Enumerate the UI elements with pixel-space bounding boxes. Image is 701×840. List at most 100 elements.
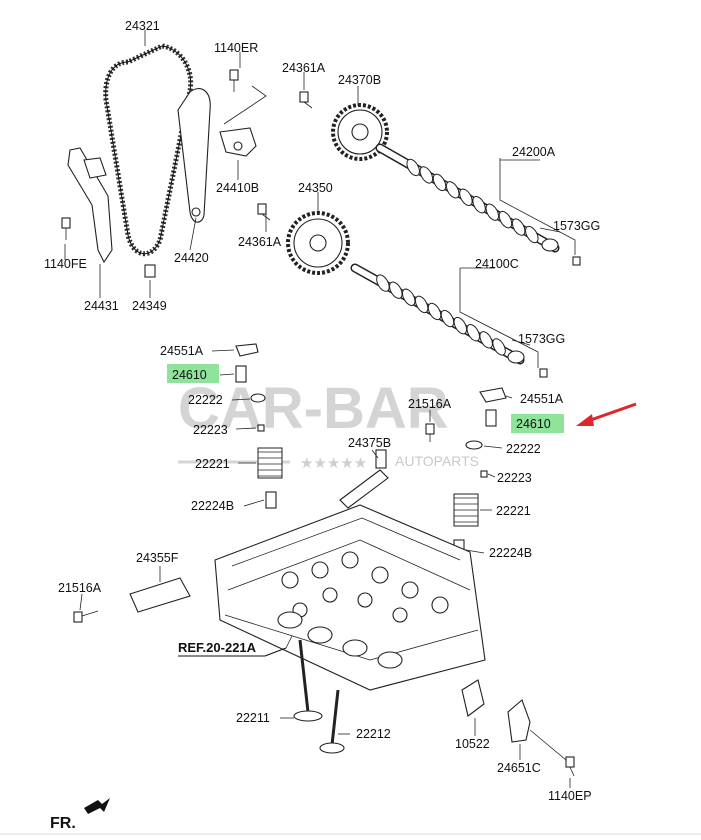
key-22223-left — [257, 424, 265, 432]
retainer-22222-right — [465, 440, 483, 450]
ocv-24375B — [339, 449, 389, 509]
label-24370B: 24370B — [338, 73, 381, 87]
ocv-24355F — [129, 577, 191, 613]
spring-22221-right — [453, 493, 479, 527]
chain-guide-24431 — [67, 147, 113, 264]
front-indicator: FR. — [50, 798, 110, 832]
bolt-1140EP — [565, 756, 575, 777]
label-24610-left: 24610 — [172, 368, 207, 382]
cover-24651C — [507, 699, 531, 743]
label-22221-left: 22221 — [195, 457, 230, 471]
tensioner-24410B — [219, 127, 257, 157]
timing-chain-24321 — [103, 43, 194, 257]
label-22224B-left: 22224B — [191, 499, 234, 513]
label-24431: 24431 — [84, 299, 119, 313]
label-22223-left: 22223 — [193, 423, 228, 437]
plug-1573GG-a — [572, 256, 581, 266]
bolt-21516A-bottom — [73, 610, 99, 623]
camshaft-24200A — [375, 143, 560, 253]
lash-adjuster-24610-right — [485, 409, 497, 427]
reference-text: REF.20-221A — [178, 640, 257, 655]
label-21516A-bottom: 21516A — [58, 581, 102, 595]
intake-valve-22211 — [293, 639, 323, 722]
leader-lines — [64, 30, 576, 788]
lash-adjuster-24610-left — [235, 365, 247, 383]
label-22211: 22211 — [236, 711, 270, 725]
cam-lobe — [485, 203, 500, 221]
bolt-1140FE — [61, 217, 71, 240]
label-24349: 24349 — [132, 299, 167, 313]
label-22221-right: 22221 — [496, 504, 531, 518]
rocker-24551A-right — [479, 387, 507, 403]
watermark-main: CAR-BAR — [178, 376, 449, 441]
label-24355F: 24355F — [136, 551, 179, 565]
label-24410B: 24410B — [216, 181, 259, 195]
pin-24349 — [144, 264, 156, 278]
cam-lobe — [401, 288, 416, 306]
cam-lobe — [479, 331, 493, 349]
label-24651C: 24651C — [497, 761, 541, 775]
label-1140EP: 1140EP — [548, 789, 592, 803]
red-arrow — [576, 402, 637, 426]
tensioner-arm-24420 — [177, 88, 211, 223]
cam-lobe — [472, 196, 486, 214]
label-22222-right: 22222 — [506, 442, 541, 456]
key-22223-right — [480, 470, 488, 478]
label-24200A: 24200A — [512, 145, 556, 159]
cam-lobe — [445, 181, 460, 199]
front-arrow-icon — [84, 798, 110, 814]
cam-lobe — [406, 158, 420, 177]
retainer-22222-left — [250, 393, 266, 403]
label-24361A-top: 24361A — [282, 61, 326, 75]
label-22224B-right: 22224B — [489, 546, 532, 560]
label-22223-right: 22223 — [497, 471, 532, 485]
reference-label: REF.20-221A — [178, 640, 287, 657]
label-24350: 24350 — [298, 181, 333, 195]
sprocket-24350 — [286, 211, 350, 275]
sprocket-24370B — [331, 103, 389, 161]
cam-lobe — [427, 302, 442, 321]
cam-lobe — [432, 173, 447, 192]
watermark-sub: AUTOPARTS — [395, 453, 479, 469]
label-24610-right: 24610 — [516, 417, 551, 431]
highlight-24610-left — [167, 364, 219, 383]
label-21516A-top: 21516A — [408, 397, 452, 411]
label-1573GG-b: 1573GG — [518, 332, 565, 346]
cam-lobe — [453, 316, 468, 335]
cam-lobe — [459, 188, 473, 206]
cam-lobe — [466, 324, 481, 342]
bracket-10522 — [461, 679, 485, 717]
bolt-21516A-top — [425, 423, 435, 442]
cam-lobe — [376, 274, 390, 292]
seal-22224B-left — [265, 491, 277, 509]
watermark-stars: ★★★★★ — [300, 455, 367, 472]
cam-lobe — [498, 210, 513, 229]
bolt-24361A-mid — [257, 203, 271, 221]
camshaft-24100C — [350, 263, 525, 365]
bolt-1140ER — [229, 69, 239, 92]
label-10522: 10522 — [455, 737, 490, 751]
label-22212: 22212 — [356, 727, 391, 741]
highlight-24610-right — [511, 414, 564, 433]
spring-22221-left — [257, 447, 283, 479]
rocker-24551A-left — [235, 343, 259, 357]
exhaust-valve-22212 — [319, 689, 345, 754]
cam-lobe — [511, 218, 526, 236]
bolt-24361A-top — [299, 91, 313, 109]
part-labels: 24321 1140ER 24361A 24370B 24410B 24200A… — [44, 19, 600, 803]
cam-lobe — [492, 338, 506, 356]
label-24321: 24321 — [125, 19, 160, 33]
front-label: FR. — [50, 815, 76, 832]
plug-1573GG-b — [539, 368, 548, 378]
label-24420: 24420 — [174, 251, 209, 265]
cam-lobe — [525, 225, 539, 244]
cam-lobe — [419, 166, 434, 184]
label-22222-left: 22222 — [188, 393, 223, 407]
watermark: CAR-BAR AUTOPARTS ★★★★★ — [178, 376, 479, 472]
label-24100C: 24100C — [475, 257, 519, 271]
cylinder-head — [214, 504, 486, 691]
label-24361A-mid: 24361A — [238, 235, 282, 249]
cam-lobe — [440, 309, 455, 328]
